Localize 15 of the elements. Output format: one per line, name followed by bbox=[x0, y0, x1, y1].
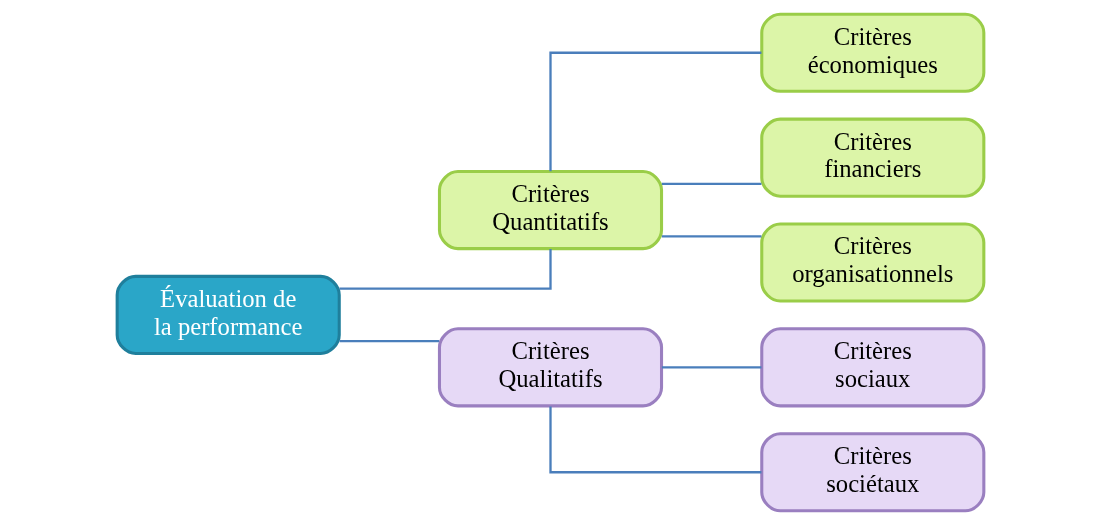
node-box: Évaluation de la performance bbox=[115, 274, 341, 356]
node-box: Critères financiers bbox=[760, 117, 986, 198]
connector bbox=[661, 235, 762, 238]
connector bbox=[339, 248, 552, 290]
node-box: Critères sociaux bbox=[760, 327, 986, 408]
connector bbox=[549, 406, 762, 474]
connector bbox=[549, 51, 762, 172]
node-box: Critères organisationnels bbox=[760, 222, 986, 303]
connector bbox=[661, 366, 762, 369]
node-box: Critères Qualitatifs bbox=[437, 327, 664, 408]
node-box: Critères économiques bbox=[760, 12, 986, 93]
node-box: Critères sociétaux bbox=[760, 432, 986, 513]
connector bbox=[661, 182, 762, 185]
connector bbox=[339, 340, 440, 343]
node-box: Critères Quantitatifs bbox=[437, 170, 664, 251]
